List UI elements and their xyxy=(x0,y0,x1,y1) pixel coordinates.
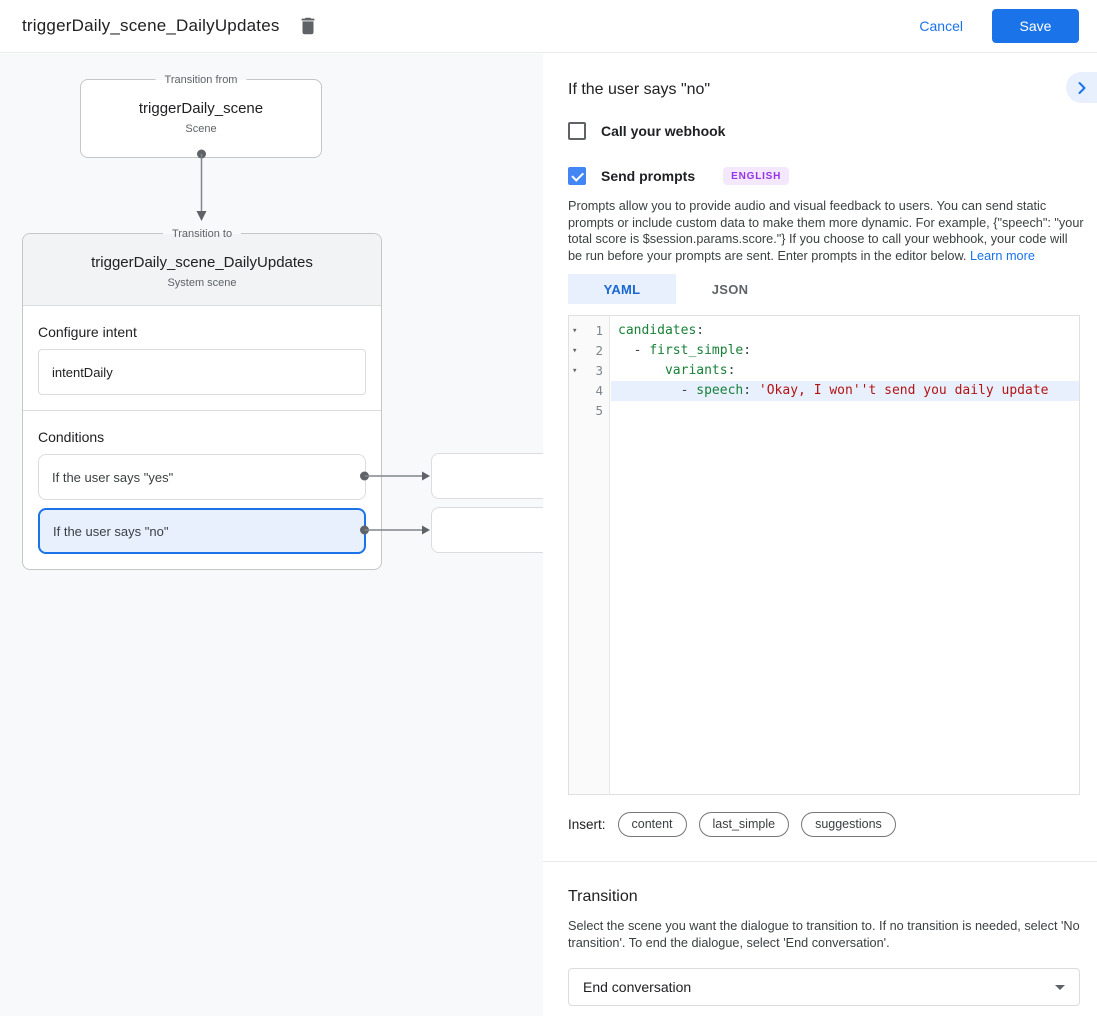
gutter-cell: 4 xyxy=(569,381,610,401)
condition-no-arrow xyxy=(360,525,430,535)
code-content[interactable]: variants: xyxy=(611,361,1079,381)
insert-suggestions-button[interactable]: suggestions xyxy=(801,812,896,837)
tab-yaml[interactable]: YAML xyxy=(568,274,676,304)
insert-last-simple-button[interactable]: last_simple xyxy=(698,812,790,837)
condition-yes-arrow xyxy=(360,471,430,481)
webhook-row: Call your webhook xyxy=(568,122,1080,140)
yaml-string: 'Okay, I won''t send you daily update xyxy=(758,383,1049,398)
yaml-punct: : xyxy=(743,383,759,398)
line-number: 2 xyxy=(595,343,603,358)
conditions-label: Conditions xyxy=(38,429,105,445)
webhook-label: Call your webhook xyxy=(601,123,726,139)
panel-title: If the user says "no" xyxy=(568,81,711,98)
line-number: 1 xyxy=(595,323,603,338)
code-line-3: ▾ 3 variants: xyxy=(569,361,1079,381)
save-button[interactable]: Save xyxy=(992,9,1079,43)
intent-input[interactable]: intentDaily xyxy=(38,349,366,395)
transition-from-card[interactable]: Transition from triggerDaily_scene Scene xyxy=(80,72,322,158)
yaml-key: candidates xyxy=(618,323,697,338)
send-prompts-checkbox[interactable] xyxy=(568,167,586,185)
fold-toggle-icon[interactable]: ▾ xyxy=(572,326,578,336)
flow-arrow-down xyxy=(196,149,207,221)
webhook-checkbox[interactable] xyxy=(568,122,586,140)
language-badge: ENGLISH xyxy=(723,167,790,185)
conditions-section: Conditions If the user says "yes" If the… xyxy=(23,411,381,570)
transition-from-legend: Transition from xyxy=(155,72,247,88)
from-scene-name: triggerDaily_scene xyxy=(138,100,264,117)
yaml-key: variants xyxy=(664,363,728,378)
to-scene-name: triggerDaily_scene_DailyUpdates xyxy=(91,254,313,271)
code-line-5: 5 xyxy=(569,401,1079,421)
configure-intent-section: Configure intent intentDaily xyxy=(23,306,381,410)
to-scene-header: triggerDaily_scene_DailyUpdates System s… xyxy=(23,234,381,306)
card-divider xyxy=(23,410,381,411)
condition-yes-target-card[interactable] xyxy=(431,453,543,499)
condition-no-target-card[interactable] xyxy=(431,507,543,553)
gutter-cell: ▾ 1 xyxy=(569,321,610,341)
trash-icon xyxy=(297,15,319,37)
tab-json[interactable]: JSON xyxy=(711,281,749,297)
code-line-4: 4 - speech: 'Okay, I won''t send you dai… xyxy=(569,381,1079,401)
transition-description: Select the scene you want the dialogue t… xyxy=(568,919,1080,950)
editor-format-tabs: YAML JSON xyxy=(568,274,1080,304)
transition-to-legend: Transition to xyxy=(162,226,242,242)
line-number: 5 xyxy=(595,403,603,418)
cancel-button[interactable]: Cancel xyxy=(919,18,963,34)
editor-lines: ▾ 1 candidates: ▾ 2 - first_simple: ▾ 3 … xyxy=(569,321,1079,421)
chevron-right-icon xyxy=(1072,78,1092,98)
gutter-cell: 5 xyxy=(569,401,610,421)
send-prompts-row: Send prompts ENGLISH xyxy=(568,167,1080,185)
yaml-key: speech xyxy=(696,383,744,398)
caret-down-icon xyxy=(1055,984,1065,990)
to-scene-type: System scene xyxy=(167,277,237,289)
section-divider xyxy=(543,861,1097,862)
code-line-2: ▾ 2 - first_simple: xyxy=(569,341,1079,361)
transition-select[interactable]: End conversation xyxy=(568,968,1080,1006)
code-line-1: ▾ 1 candidates: xyxy=(569,321,1079,341)
editor-gutter xyxy=(569,316,610,794)
condition-row-yes[interactable]: If the user says "yes" xyxy=(38,454,366,500)
yaml-punct: - xyxy=(618,383,697,398)
scene-flow-canvas: Transition from triggerDaily_scene Scene… xyxy=(0,54,543,1016)
yaml-punct: : xyxy=(743,343,752,358)
gutter-cell: ▾ 2 xyxy=(569,341,610,361)
yaml-key: first_simple xyxy=(649,343,744,358)
code-content[interactable]: - first_simple: xyxy=(611,341,1079,361)
insert-label: Insert: xyxy=(568,817,606,832)
yaml-punct: : xyxy=(727,363,736,378)
learn-more-link[interactable]: Learn more xyxy=(970,248,1035,263)
transition-select-value: End conversation xyxy=(583,979,692,995)
page-title: triggerDaily_scene_DailyUpdates xyxy=(22,16,280,35)
code-content[interactable]: candidates: xyxy=(611,321,1079,341)
top-bar: triggerDaily_scene_DailyUpdates Cancel S… xyxy=(0,0,1097,53)
gutter-cell: ▾ 3 xyxy=(569,361,610,381)
line-number: 4 xyxy=(595,383,603,398)
yaml-punct: - xyxy=(618,343,650,358)
fold-toggle-icon[interactable]: ▾ xyxy=(572,366,578,376)
transition-section-title: Transition xyxy=(568,888,638,905)
fold-toggle-icon[interactable]: ▾ xyxy=(572,346,578,356)
insert-row: Insert: content last_simple suggestions xyxy=(568,812,1080,837)
prompts-description: Prompts allow you to provide audio and v… xyxy=(568,198,1084,264)
condition-row-no[interactable]: If the user says "no" xyxy=(38,508,366,554)
collapse-panel-button[interactable] xyxy=(1066,72,1097,103)
prompt-code-editor[interactable]: ▾ 1 candidates: ▾ 2 - first_simple: ▾ 3 … xyxy=(568,315,1080,795)
line-number: 3 xyxy=(595,363,603,378)
insert-content-button[interactable]: content xyxy=(617,812,687,837)
code-content-active-line[interactable]: - speech: 'Okay, I won''t send you daily… xyxy=(611,381,1079,401)
yaml-punct: : xyxy=(696,323,705,338)
transition-to-card: Transition to triggerDaily_scene_DailyUp… xyxy=(22,226,382,570)
delete-scene-button[interactable] xyxy=(295,13,321,39)
yaml-punct xyxy=(618,363,665,378)
from-scene-type: Scene xyxy=(185,123,217,135)
prompts-description-text: Prompts allow you to provide audio and v… xyxy=(568,199,1084,263)
configure-intent-label: Configure intent xyxy=(38,324,137,340)
send-prompts-label: Send prompts xyxy=(601,168,696,184)
code-content[interactable] xyxy=(611,401,1079,421)
condition-detail-panel: If the user says "no" Call your webhook … xyxy=(543,54,1097,1016)
